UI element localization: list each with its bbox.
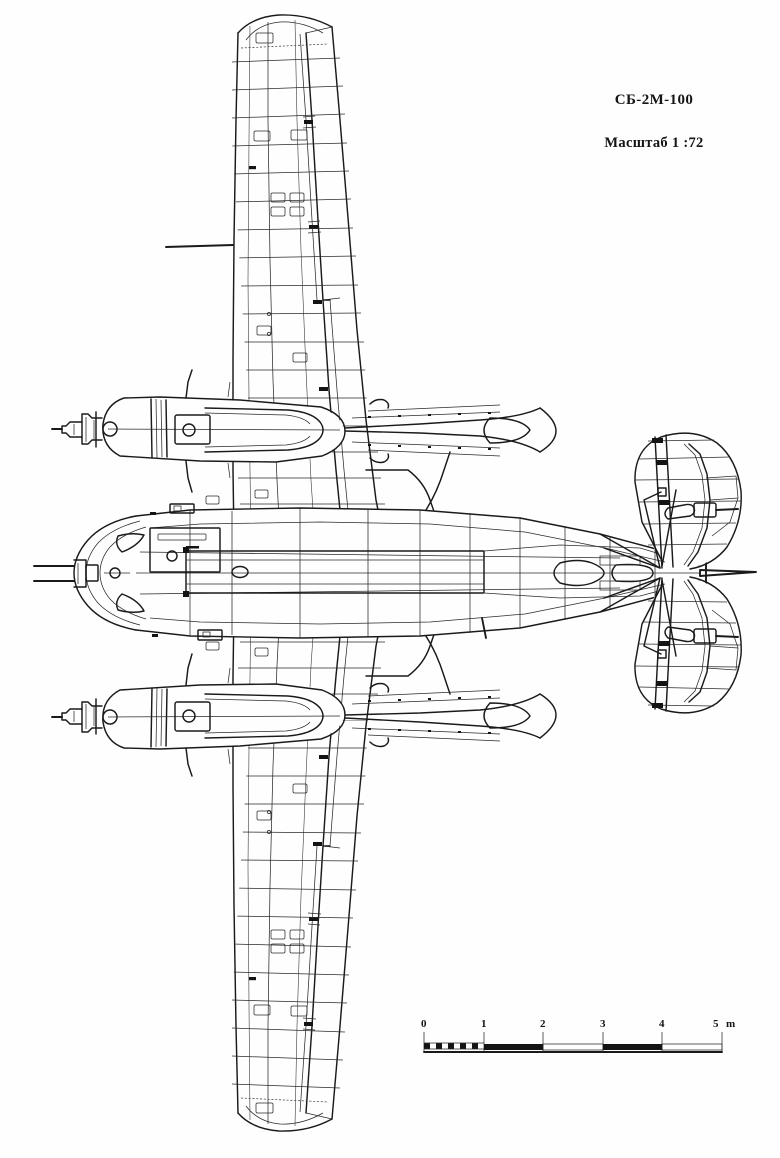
port-wing bbox=[165, 14, 388, 546]
scale-bar bbox=[423, 1032, 723, 1053]
pitot-tube bbox=[165, 244, 234, 248]
port-engine-nacelle bbox=[51, 369, 557, 493]
bomb-bay-doors bbox=[183, 547, 485, 597]
nose-gun-barrels bbox=[33, 559, 99, 588]
starboard-engine-nacelle bbox=[51, 653, 557, 777]
aircraft-designation: СБ-2М-100 bbox=[614, 92, 694, 108]
fuselage bbox=[33, 503, 757, 641]
title-block: СБ-2М-100 Масштаб 1 :72 bbox=[564, 92, 744, 152]
tailplane bbox=[599, 432, 742, 714]
scale-text: Масштаб 1 :72 bbox=[604, 135, 704, 151]
starboard-wing bbox=[205, 600, 388, 1132]
starboard-propeller-hub bbox=[51, 698, 118, 735]
port-propeller-hub bbox=[51, 411, 118, 448]
